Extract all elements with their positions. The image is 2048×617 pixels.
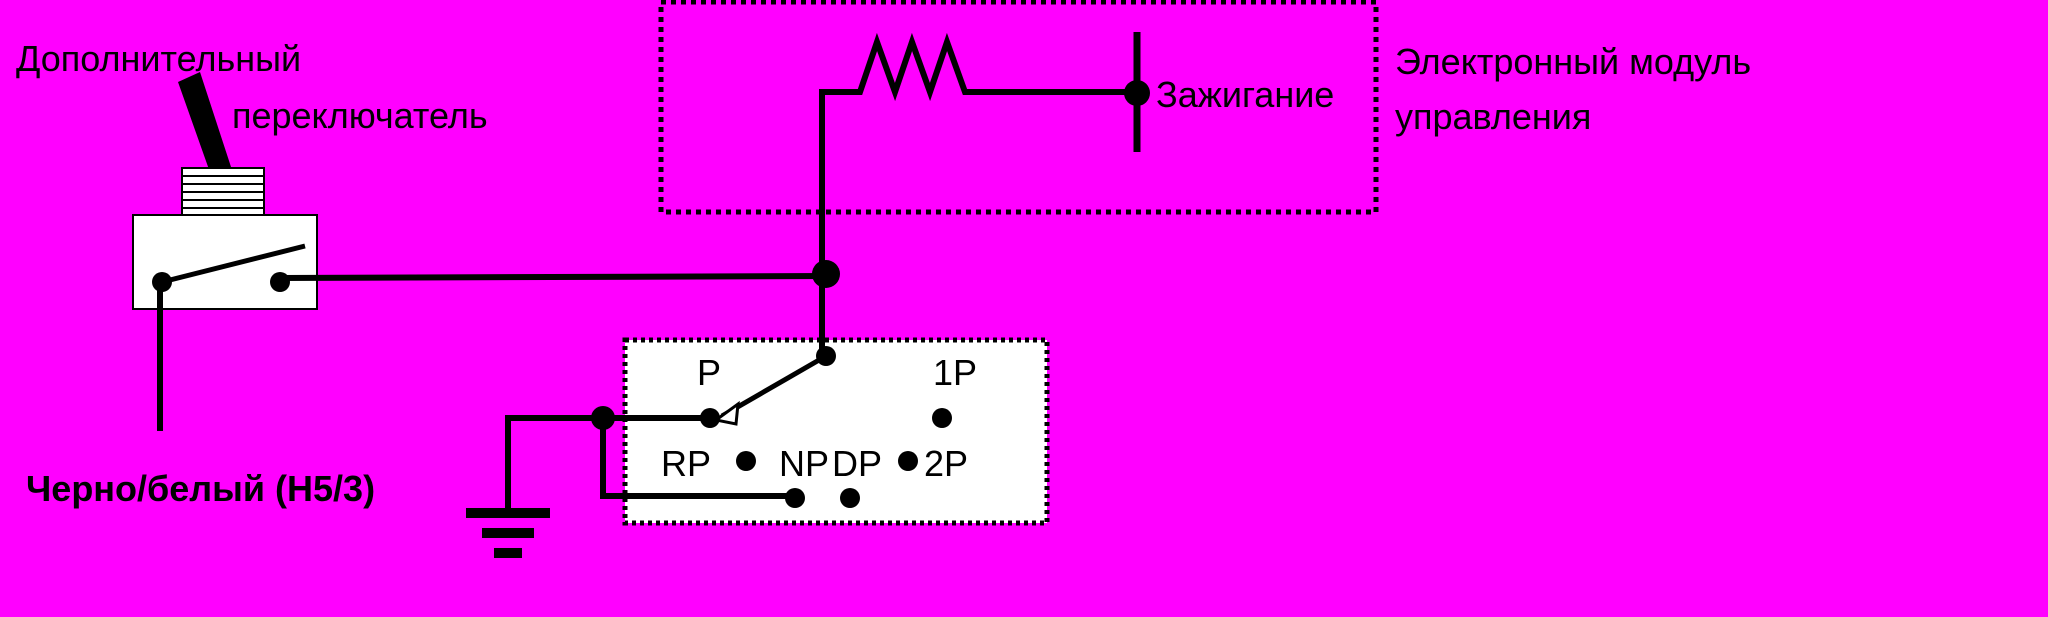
wire-switch-to-junction (276, 272, 830, 282)
resistor-icon (819, 32, 978, 102)
position-p-label: P (697, 352, 721, 393)
switch-label-line2: переключатель (232, 95, 488, 136)
position-2p-label: 2P (924, 443, 968, 484)
contact-1p (932, 408, 952, 428)
ecu-label-line2: управления (1395, 96, 1591, 137)
position-1p-label: 1P (933, 352, 977, 393)
ground-junction-node (591, 406, 615, 430)
wire-color-label: Черно/белый (H5/3) (26, 468, 375, 509)
selector-arm (720, 353, 828, 419)
ecu-box (658, 0, 1379, 215)
switch-label-line1: Дополнительный (16, 38, 301, 79)
wire-np-link (600, 415, 796, 499)
position-dp-label: DP (832, 443, 882, 484)
contact-rp (736, 451, 756, 471)
selector-box (622, 337, 1050, 526)
wire-ground (505, 415, 708, 515)
position-np-label: NP (779, 443, 829, 484)
ignition-label: Зажигание (1156, 74, 1334, 115)
contact-p (700, 408, 720, 428)
contact-np (785, 488, 805, 508)
contact-2p (898, 451, 918, 471)
ground-icon (466, 508, 550, 558)
ignition-node (1124, 80, 1150, 106)
selector-arrow (712, 400, 740, 426)
ecu-label-line1: Электронный модуль (1395, 41, 1751, 82)
contact-dp-low (840, 488, 860, 508)
position-rp-label: RP (661, 443, 711, 484)
